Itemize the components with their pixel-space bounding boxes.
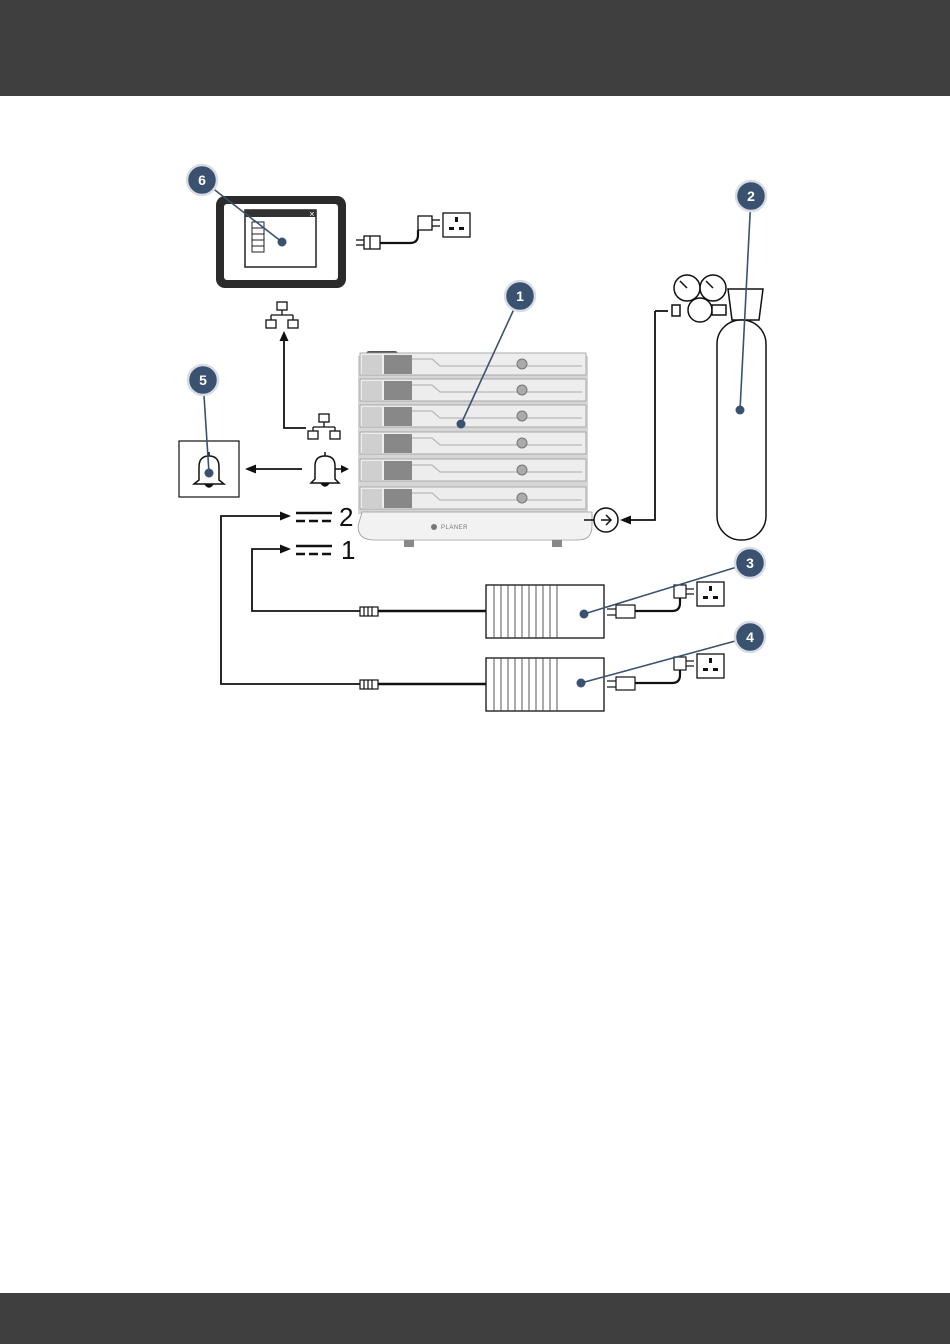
svg-text:6: 6 bbox=[198, 172, 206, 188]
connector-icon bbox=[360, 607, 378, 616]
supply-label-1: 1 bbox=[341, 535, 355, 565]
gas-inlet-icon bbox=[594, 508, 618, 532]
supply-label-2: 2 bbox=[339, 502, 353, 532]
plug-icon bbox=[607, 677, 635, 690]
dc-power-icon bbox=[296, 513, 332, 521]
incubator-chamber bbox=[360, 432, 586, 454]
incubator-chamber bbox=[360, 459, 586, 481]
wall-socket-icon bbox=[697, 654, 724, 678]
wall-socket-icon bbox=[697, 582, 724, 606]
callout-1: 1 bbox=[505, 281, 535, 311]
network-icon bbox=[308, 414, 340, 439]
alarm-bell-icon bbox=[311, 452, 339, 486]
incubator-chamber bbox=[360, 353, 586, 375]
svg-text:3: 3 bbox=[746, 555, 754, 571]
plug-icon bbox=[607, 605, 635, 618]
callout-4: 4 bbox=[735, 622, 765, 652]
network-icon bbox=[266, 302, 298, 328]
dc-power-icon bbox=[296, 546, 332, 554]
incubator-stack: PLANER bbox=[358, 351, 592, 547]
brand-label: PLANER bbox=[441, 525, 468, 531]
svg-text:2: 2 bbox=[747, 188, 755, 204]
svg-text:1: 1 bbox=[516, 288, 524, 304]
footer-bar bbox=[0, 1293, 950, 1344]
plug-icon bbox=[418, 216, 440, 230]
wall-socket-icon bbox=[443, 213, 470, 237]
incubator-chamber bbox=[360, 487, 586, 509]
plug-icon bbox=[356, 236, 380, 249]
callout-6: 6 bbox=[187, 165, 217, 195]
power-supply-icon bbox=[486, 658, 604, 711]
gas-cylinder-icon bbox=[717, 289, 766, 540]
svg-text:5: 5 bbox=[199, 372, 207, 388]
callout-5: 5 bbox=[188, 365, 218, 395]
pressure-regulator-icon bbox=[672, 275, 726, 322]
plug-icon bbox=[674, 585, 694, 598]
callout-2: 2 bbox=[736, 181, 766, 211]
incubator-chamber bbox=[360, 405, 586, 427]
connector-icon bbox=[360, 680, 378, 689]
callout-3: 3 bbox=[735, 548, 765, 578]
svg-text:✕: ✕ bbox=[309, 211, 315, 219]
svg-text:4: 4 bbox=[746, 629, 754, 645]
plug-icon bbox=[674, 657, 694, 670]
